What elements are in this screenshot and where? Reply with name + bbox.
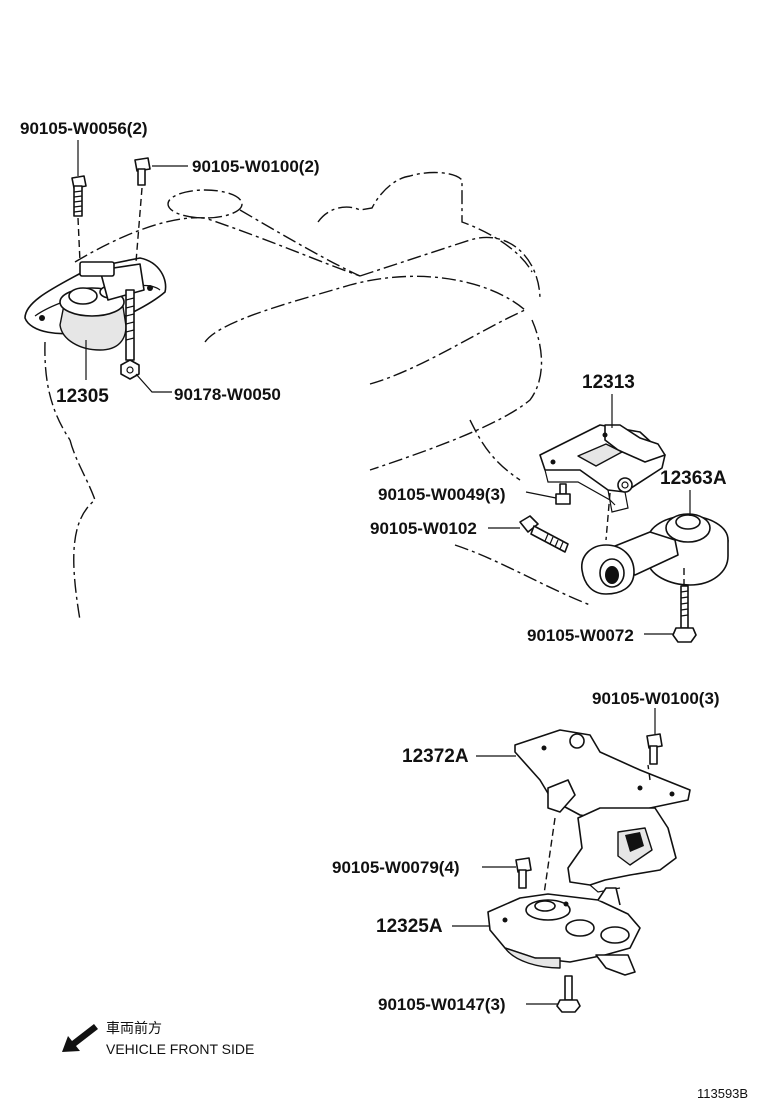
leader-90105-w0049 bbox=[525, 491, 557, 499]
label-90105-w0100-2: 90105-W0100(2) bbox=[192, 157, 320, 176]
label-90178-w0050: 90178-W0050 bbox=[174, 385, 281, 404]
engine-block-outline bbox=[44, 171, 591, 621]
left-engine-mount-12305 bbox=[24, 257, 167, 361]
transmission-mount-12325a bbox=[487, 887, 641, 976]
torque-rod-mount-12363a bbox=[581, 513, 729, 595]
bracket-12372a bbox=[514, 729, 691, 893]
label-90105-w0079: 90105-W0079(4) bbox=[332, 858, 460, 877]
legend-english: VEHICLE FRONT SIDE bbox=[106, 1041, 254, 1057]
label-12313: 12313 bbox=[582, 372, 635, 393]
bolt-90105-w0100-3 bbox=[646, 733, 663, 765]
arrow-front-icon bbox=[62, 1024, 98, 1052]
bolt-90105-w0056 bbox=[71, 175, 87, 217]
label-12363a: 12363A bbox=[660, 468, 727, 489]
legend-japanese: 車両前方 bbox=[106, 1020, 162, 1036]
bolt-90105-w0100-2 bbox=[134, 157, 151, 186]
label-90105-w0056: 90105-W0056(2) bbox=[20, 119, 148, 138]
label-90105-w0100-3: 90105-W0100(3) bbox=[592, 689, 720, 708]
leader-90178-w0050 bbox=[135, 373, 172, 393]
diagram-id: 113593B bbox=[697, 1086, 748, 1101]
bolt-90105-w0049 bbox=[555, 483, 571, 505]
bolt-90105-w0147 bbox=[556, 975, 581, 1013]
bracket-12313 bbox=[539, 424, 666, 513]
label-12325a: 12325A bbox=[376, 916, 443, 937]
vehicle-front-legend: 車両前方 VEHICLE FRONT SIDE bbox=[62, 1020, 254, 1057]
label-90105-w0102: 90105-W0102 bbox=[370, 519, 477, 538]
label-12305: 12305 bbox=[56, 386, 109, 407]
label-90105-w0072: 90105-W0072 bbox=[527, 626, 634, 645]
label-90105-w0049: 90105-W0049(3) bbox=[378, 485, 506, 504]
label-90105-w0147: 90105-W0147(3) bbox=[378, 995, 506, 1014]
bolt-90105-w0072 bbox=[672, 585, 697, 643]
bolt-90105-w0102 bbox=[519, 515, 569, 553]
nut-90178-w0050 bbox=[120, 359, 140, 380]
bolt-90105-w0079 bbox=[515, 857, 532, 889]
label-12372a: 12372A bbox=[402, 746, 469, 767]
